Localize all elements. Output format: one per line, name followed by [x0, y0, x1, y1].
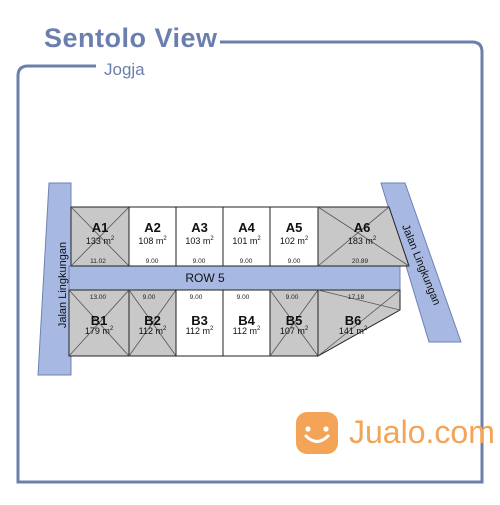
- lot-area-label: 108 m2: [138, 236, 167, 246]
- area-unit-sup: 2: [210, 236, 214, 242]
- lot-id-label: A4: [238, 220, 255, 235]
- lot-id-label: A6: [354, 220, 371, 235]
- left-road-label: Jalan Lingkungan: [57, 242, 69, 328]
- lot-area-label: 112 m2: [139, 326, 167, 336]
- dim-bottom-3: 9.00: [190, 294, 203, 301]
- lot-id-label: A3: [191, 220, 208, 235]
- area-unit-sup: 2: [373, 236, 377, 242]
- logo-text: Jualo.com: [349, 414, 495, 450]
- area-unit-sup: 2: [364, 326, 368, 332]
- sold-cross-line: [317, 289, 401, 311]
- sold-cross-line: [68, 289, 130, 357]
- center-road: [68, 265, 401, 291]
- sold-cross-line: [70, 206, 130, 267]
- lot-area-label: 107 m2: [280, 326, 309, 336]
- lot-area-label: 133 m2: [86, 236, 115, 246]
- area-unit-sup: 2: [163, 236, 167, 242]
- area-unit-sup: 2: [110, 326, 114, 332]
- area-unit-sup: 2: [305, 326, 309, 332]
- dim-bottom-1: 13.00: [90, 294, 107, 301]
- lot-id-label: A5: [286, 220, 303, 235]
- lot-id-label: A1: [92, 220, 109, 235]
- dim-top-1: 11.02: [90, 258, 106, 265]
- dim-top-6: 20.89: [352, 258, 369, 265]
- right-road: [380, 182, 462, 343]
- sold-cross-line: [317, 206, 390, 267]
- area-unit-sup: 2: [257, 326, 261, 332]
- area-unit-sup: 2: [257, 236, 261, 242]
- sold-cross-line: [269, 289, 319, 357]
- dim-top-3: 9.00: [193, 258, 206, 265]
- area-unit-sup: 2: [210, 326, 214, 332]
- lot-id-label: B3: [191, 313, 208, 328]
- lot-id-label: B4: [238, 313, 255, 328]
- dimension-labels: 11.02 9.00 9.00 9.00 9.00 20.89 13.00 9.00 9.00 9…: [90, 258, 369, 301]
- lot-id-label: A2: [144, 220, 161, 235]
- dim-bottom-6: 17.18: [348, 294, 365, 301]
- lot-area-label: 141 m2: [339, 326, 368, 336]
- lot-area-label: 101 m2: [232, 236, 261, 246]
- dim-top-4: 9.00: [240, 258, 253, 265]
- lot-area-label: 179 m2: [85, 326, 114, 336]
- lot-area-label: 112 m2: [233, 326, 261, 336]
- area-unit-sup: 2: [305, 236, 309, 242]
- jualo-logo-icon: [296, 412, 338, 454]
- dim-bottom-2: 9.00: [143, 294, 156, 301]
- left-road: [37, 182, 72, 376]
- center-road-label: ROW 5: [185, 271, 225, 285]
- lot-area-label: 102 m2: [280, 236, 309, 246]
- dim-top-2: 9.00: [146, 258, 159, 265]
- lot-id-label: B6: [345, 313, 362, 328]
- page-title: Sentolo View: [44, 23, 218, 53]
- dim-top-5: 9.00: [288, 258, 301, 265]
- lot-area-label: 112 m2: [186, 326, 214, 336]
- sold-cross-line: [317, 289, 401, 357]
- lot-id-label: B2: [144, 313, 161, 328]
- area-unit-sup: 2: [111, 236, 115, 242]
- sold-cross-line: [317, 206, 410, 267]
- lot-id-label: B1: [91, 313, 108, 328]
- lot-area-label: 183 m2: [348, 236, 377, 246]
- frame-border: [16, 40, 484, 484]
- lot-id-label: B5: [286, 313, 303, 328]
- sold-cross-line: [128, 289, 177, 357]
- page-subtitle: Jogja: [104, 60, 145, 79]
- dim-bottom-4: 9.00: [237, 294, 250, 301]
- area-unit-sup: 2: [163, 326, 167, 332]
- dim-bottom-5: 9.00: [286, 294, 299, 301]
- lot-area-label: 103 m2: [185, 236, 214, 246]
